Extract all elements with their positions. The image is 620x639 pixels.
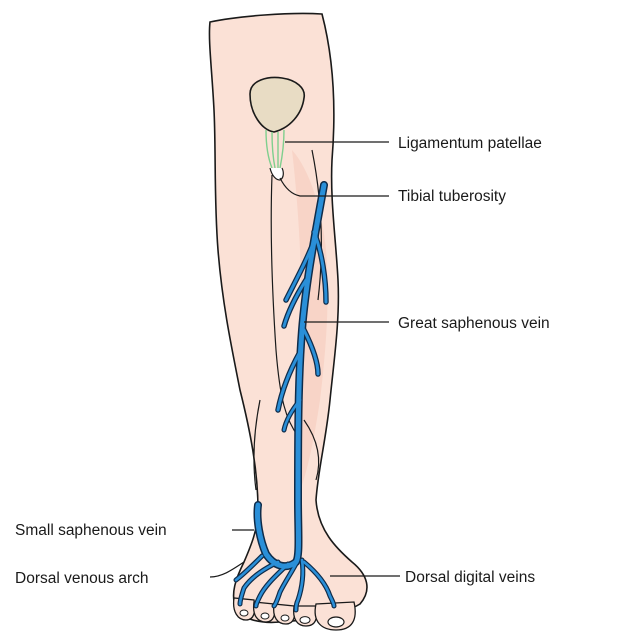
label-great-saphenous-vein: Great saphenous vein <box>398 315 550 332</box>
toenail-1 <box>240 610 248 616</box>
toenail-3 <box>281 615 289 621</box>
label-dorsal-digital-veins: Dorsal digital veins <box>405 569 535 586</box>
label-tibial-tuberosity: Tibial tuberosity <box>398 188 506 205</box>
label-ligamentum-patellae: Ligamentum patellae <box>398 135 542 152</box>
toenail-5 <box>328 617 344 627</box>
toenail-4 <box>300 617 310 624</box>
toenail-2 <box>261 613 269 619</box>
label-dorsal-venous-arch: Dorsal venous arch <box>15 570 149 587</box>
label-small-saphenous-vein: Small saphenous vein <box>15 522 167 539</box>
toe-1 <box>234 598 255 620</box>
